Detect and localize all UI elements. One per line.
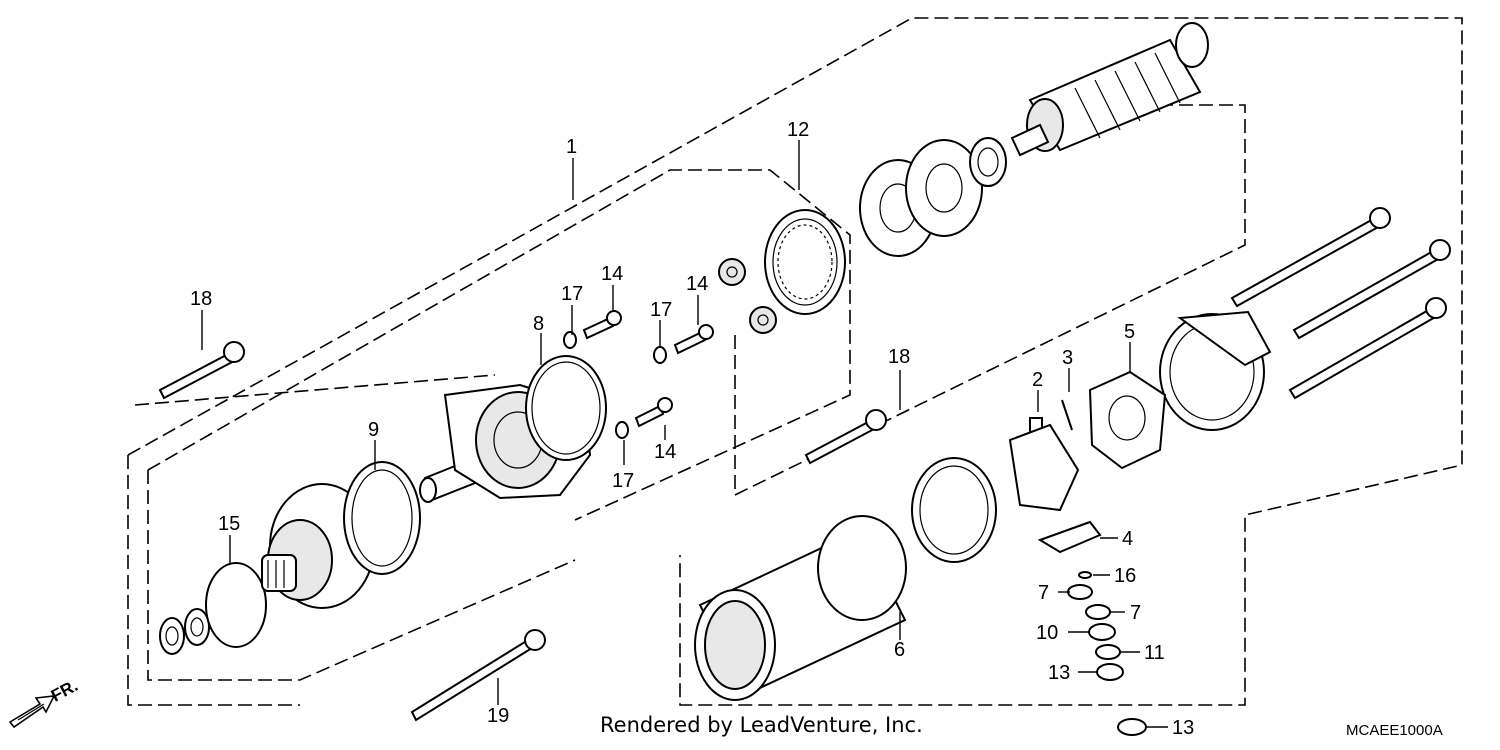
- diagram-code: MCAEE1000A: [1346, 722, 1443, 739]
- ring-and-planet-gears: [718, 209, 846, 334]
- front-direction-label: FR.: [48, 676, 81, 706]
- callout-8: 8: [533, 313, 544, 335]
- yoke-housing: [694, 457, 997, 701]
- callout-17-bottom: 17: [612, 470, 634, 492]
- reduction-gear-housing: [419, 355, 607, 503]
- callout-18-left: 18: [190, 288, 212, 310]
- callout-17-middle: 17: [650, 299, 672, 321]
- callout-13-lower: 13: [1172, 717, 1194, 739]
- callout-14-middle: 14: [686, 273, 708, 295]
- callout-14-top: 14: [601, 263, 623, 285]
- callout-13-upper: 13: [1048, 662, 1070, 684]
- callout-2: 2: [1032, 369, 1043, 391]
- callout-labels: 1 12 18 17 14 17 14 8 9 15 17 14 18 2 3 …: [190, 119, 1194, 739]
- front-direction-indicator: FR.: [8, 676, 81, 729]
- callout-10: 10: [1036, 622, 1058, 644]
- terminal-hardware: [1067, 571, 1147, 736]
- render-credit: Rendered by LeadVenture, Inc.: [600, 713, 923, 737]
- callout-9: 9: [368, 419, 379, 441]
- callout-7-right: 7: [1130, 602, 1141, 624]
- callout-14-bottom: 14: [654, 441, 676, 463]
- through-bolts: [1230, 207, 1451, 400]
- callout-1: 1: [566, 136, 577, 158]
- callout-19: 19: [487, 705, 509, 727]
- mounting-bolts: [158, 310, 887, 722]
- callout-3: 3: [1062, 347, 1073, 369]
- callout-12: 12: [787, 119, 809, 141]
- callout-15: 15: [218, 513, 240, 535]
- front-bracket-assembly: [159, 461, 421, 655]
- callout-18-right: 18: [888, 346, 910, 368]
- callout-4: 4: [1122, 528, 1133, 550]
- rear-cover-brush-holder: [1008, 310, 1272, 554]
- armature-assembly: [859, 22, 1209, 257]
- assembly-boundary-lines: [127, 17, 1463, 706]
- callout-7-left: 7: [1038, 582, 1049, 604]
- callout-16: 16: [1114, 565, 1136, 587]
- callout-11: 11: [1144, 642, 1165, 664]
- callout-6: 6: [894, 639, 905, 661]
- callout-17-top: 17: [561, 283, 583, 305]
- callout-5: 5: [1124, 321, 1135, 343]
- leader-lines: [201, 140, 1168, 728]
